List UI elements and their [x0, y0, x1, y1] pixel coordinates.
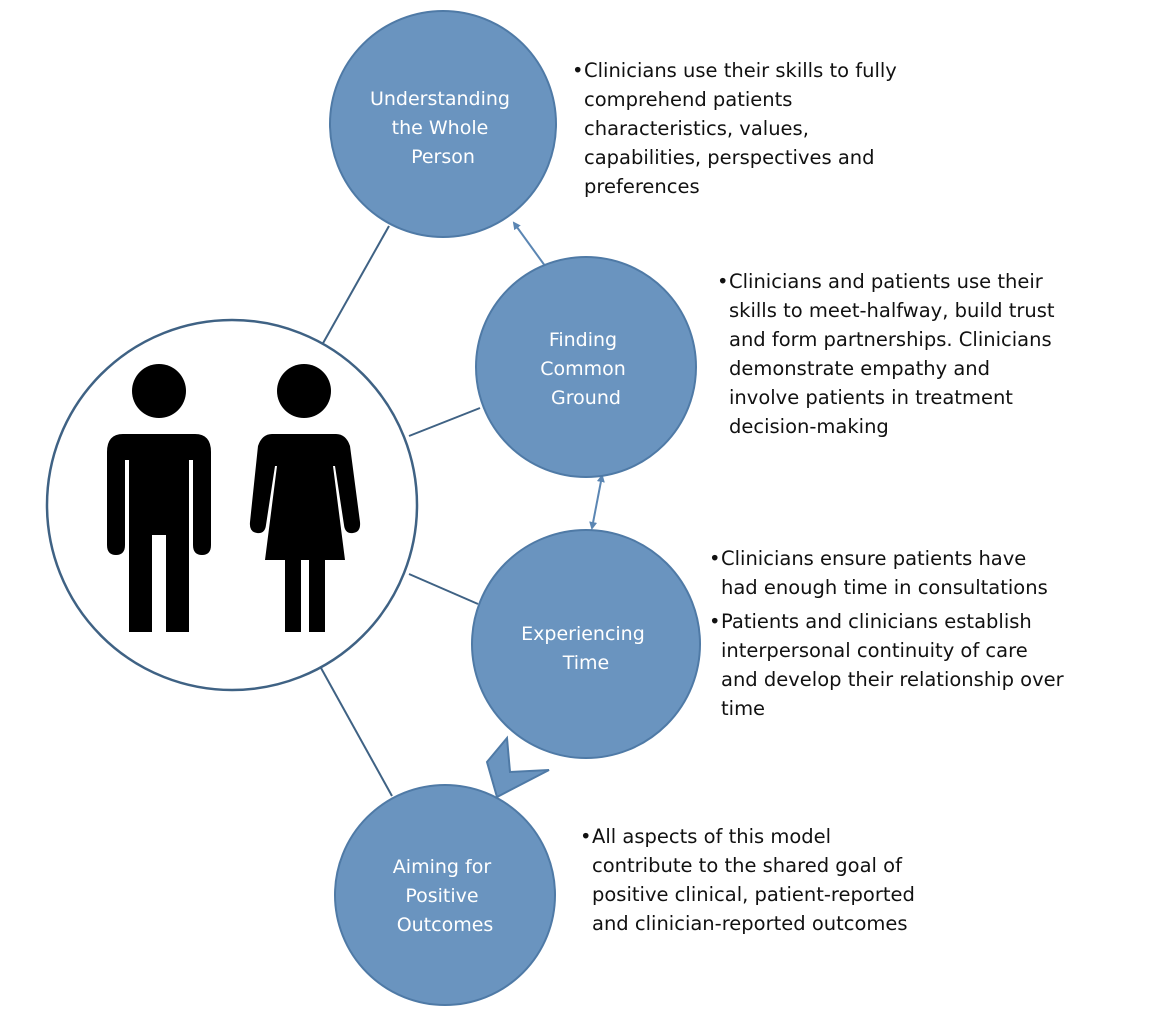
description-aiming: • All aspects of this model contribute t…	[580, 822, 915, 938]
connector-experiencing	[408, 573, 479, 605]
bullet-symbol: •	[717, 270, 729, 293]
node-label-line: Outcomes	[397, 914, 494, 936]
center-circle	[45, 318, 419, 692]
bullet-text: Patients and clinicians establish interp…	[721, 610, 1064, 720]
node-label-line: Ground	[551, 387, 621, 409]
node-label-line: the Whole	[392, 117, 489, 139]
bullet-symbol: •	[572, 59, 584, 82]
description-understanding: • Clinicians use their skills to fully c…	[572, 56, 917, 201]
connector-common-ground	[408, 407, 481, 437]
bullet-text: All aspects of this model contribute to …	[592, 825, 915, 935]
woman-icon	[249, 364, 361, 632]
node-label-line: Aiming for	[393, 856, 492, 878]
bullet-text: Clinicians use their skills to fully com…	[584, 59, 897, 198]
bullet-symbol: •	[580, 825, 592, 848]
node-label-line: Time	[562, 652, 610, 674]
node-label-line: Understanding	[370, 88, 510, 110]
bullet-text: Clinicians and patients use their skills…	[729, 270, 1055, 438]
double-arrow-understanding-common-ground	[512, 221, 550, 272]
bullet-item: • All aspects of this model contribute t…	[580, 822, 915, 938]
node-experiencing	[471, 529, 701, 759]
bullet-item: • Clinicians ensure patients have had en…	[709, 544, 1069, 602]
bullet-symbol: •	[709, 547, 721, 570]
node-understanding-label: Understanding the Whole Person	[370, 88, 516, 168]
node-label-line: Experiencing	[521, 623, 645, 645]
bullet-symbol: •	[709, 610, 721, 633]
bullet-text: Clinicians ensure patients have had enou…	[721, 547, 1048, 599]
connector-understanding	[321, 225, 390, 346]
description-experiencing: • Clinicians ensure patients have had en…	[709, 544, 1069, 723]
node-understanding	[329, 10, 557, 238]
connector-aiming	[320, 667, 393, 797]
node-aiming	[334, 784, 556, 1006]
node-label-line: Finding	[549, 329, 617, 351]
description-common-ground: • Clinicians and patients use their skil…	[717, 267, 1057, 441]
node-common-ground	[475, 256, 697, 478]
bullet-item: • Clinicians use their skills to fully c…	[572, 56, 917, 201]
node-label-line: Positive	[405, 885, 478, 907]
node-common-ground-label: Finding Common Ground	[540, 329, 632, 409]
bullet-item: • Clinicians and patients use their skil…	[717, 267, 1057, 441]
man-icon	[107, 364, 211, 632]
chevron-arrow-icon	[485, 735, 550, 799]
node-aiming-label: Aiming for Positive Outcomes	[393, 856, 497, 936]
bullet-item: • Patients and clinicians establish inte…	[709, 607, 1069, 723]
node-label-line: Person	[411, 146, 475, 168]
node-label-line: Common	[540, 358, 626, 380]
node-experiencing-label: Experiencing Time	[521, 623, 651, 674]
double-arrow-common-ground-experiencing	[589, 474, 605, 530]
